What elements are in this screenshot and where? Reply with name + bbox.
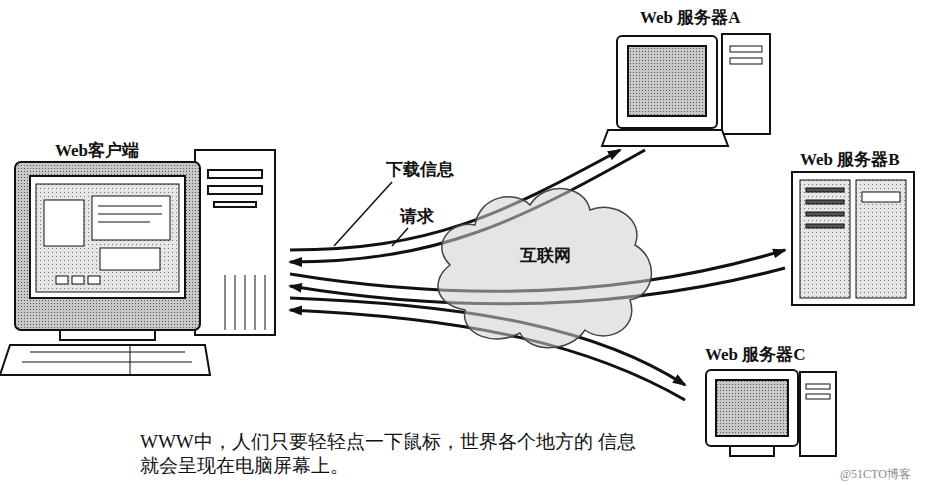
computer-label: Web 服务器C bbox=[705, 343, 806, 366]
internet-cloud: 互联网 bbox=[430, 175, 660, 355]
computer-label: Web客户端 bbox=[55, 139, 139, 162]
computer-label: Web 服务器A bbox=[640, 6, 741, 29]
server-node: Web 服务器C bbox=[685, 340, 840, 460]
server-a-computer bbox=[602, 34, 770, 146]
server-node: Web 服务器B bbox=[785, 145, 925, 310]
server-node: Web 服务器A bbox=[600, 0, 780, 150]
client-node: Web客户端 bbox=[5, 135, 290, 380]
watermark: @51CTO博客 bbox=[840, 466, 911, 483]
leader-line bbox=[334, 182, 392, 246]
caption: WWW中，人们只要轻轻点一下鼠标，世界各个地方的 信息就会呈现在电脑屏幕上。 bbox=[140, 430, 640, 478]
arrow-label: 请求 bbox=[400, 205, 434, 228]
server-b-tower bbox=[792, 172, 914, 305]
cloud-label: 互联网 bbox=[520, 244, 571, 267]
leader-line bbox=[392, 228, 408, 246]
computer-label: Web 服务器B bbox=[800, 148, 900, 171]
cloud-outline bbox=[430, 175, 660, 355]
client-computer bbox=[0, 150, 275, 375]
arrow-label: 下载信息 bbox=[386, 158, 454, 181]
server-c-computer bbox=[706, 370, 836, 456]
